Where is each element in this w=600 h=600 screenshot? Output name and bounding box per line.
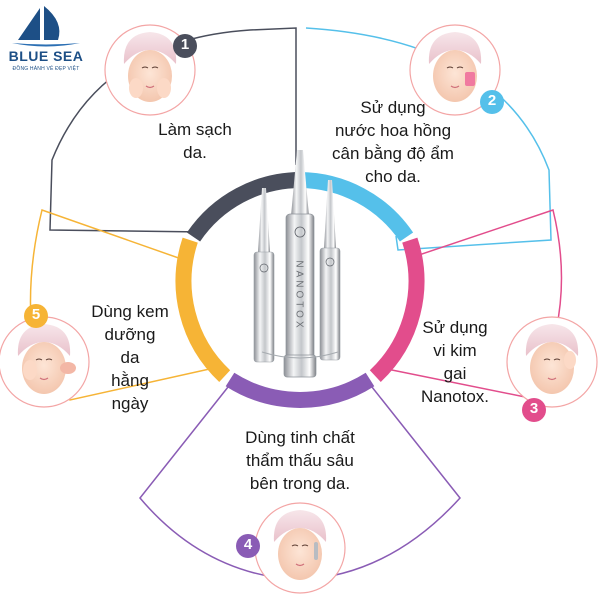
step-number-2: 2 (487, 92, 497, 109)
step-2-line-2: nước hoa hồng (334, 121, 452, 140)
step-number-5: 5 (31, 306, 41, 323)
step-badge-4 (236, 534, 260, 558)
ring-arc-1 (186, 172, 301, 242)
nanotox-product-image (253, 150, 341, 378)
ring-arc-2 (299, 172, 414, 242)
step-5-line-3: da (120, 348, 140, 367)
step-2-line-3: cân bằng độ ẩm (332, 144, 454, 163)
step-3-line-1: Sử dụng (422, 318, 488, 337)
step-number-1: 1 (180, 36, 190, 53)
step-text-1: Làm sạch da. (120, 118, 270, 164)
face-illustration-1 (104, 24, 196, 116)
step-3-line-3: gai (443, 364, 467, 383)
step-text-4: Dùng tinh chất thẩm thấu sâu bên trong d… (215, 426, 385, 495)
step-5-line-1: Dùng kem (91, 302, 169, 321)
step-4-line-1: Dùng tinh chất (245, 428, 355, 447)
step-badge-1 (173, 34, 197, 58)
step-badge-5 (24, 304, 48, 328)
step-badge-3 (522, 398, 546, 422)
step-4-line-3: bên trong da. (249, 474, 351, 493)
step-3-line-4: Nanotox. (420, 387, 490, 406)
step-4-line-2: thẩm thấu sâu (246, 451, 354, 470)
brand-name: BLUE SEA (8, 48, 84, 64)
step-number-4: 4 (243, 536, 253, 553)
step-5-line-2: dưỡng (104, 325, 156, 344)
step-2-line-4: cho da. (365, 167, 421, 186)
step-text-5: Dùng kem dưỡng da hằng ngày (75, 300, 185, 415)
step-1-line-2: da. (183, 143, 207, 162)
step-badge-2 (480, 90, 504, 114)
ring-arc-3 (369, 237, 425, 382)
face-illustration-3 (506, 316, 598, 408)
brand-tagline: ĐỒNG HÀNH VẺ ĐẸP VIỆT (12, 66, 80, 72)
ring-arc-4 (225, 372, 375, 408)
face-illustration-4 (254, 502, 346, 594)
step-text-2: Sử dụng nước hoa hồng cân bằng độ ẩm cho… (318, 96, 468, 188)
step-2-line-1: Sử dụng (360, 98, 426, 117)
step-1-line-1: Làm sạch (158, 120, 232, 139)
step-5-line-5: ngày (111, 394, 149, 413)
step-text-3: Sử dụng vi kim gai Nanotox. (405, 316, 505, 408)
face-illustration-2 (409, 24, 501, 116)
blue-sea-logo: BLUE SEA ĐỒNG HÀNH VẺ ĐẸP VIỆT (4, 4, 88, 80)
step-3-line-2: vi kim (433, 341, 477, 360)
sailboat-icon (12, 6, 80, 47)
step-5-line-4: hằng (111, 371, 149, 390)
step-number-3: 3 (529, 400, 539, 417)
face-illustration-5 (0, 316, 90, 408)
ring-arc-5 (175, 237, 231, 382)
